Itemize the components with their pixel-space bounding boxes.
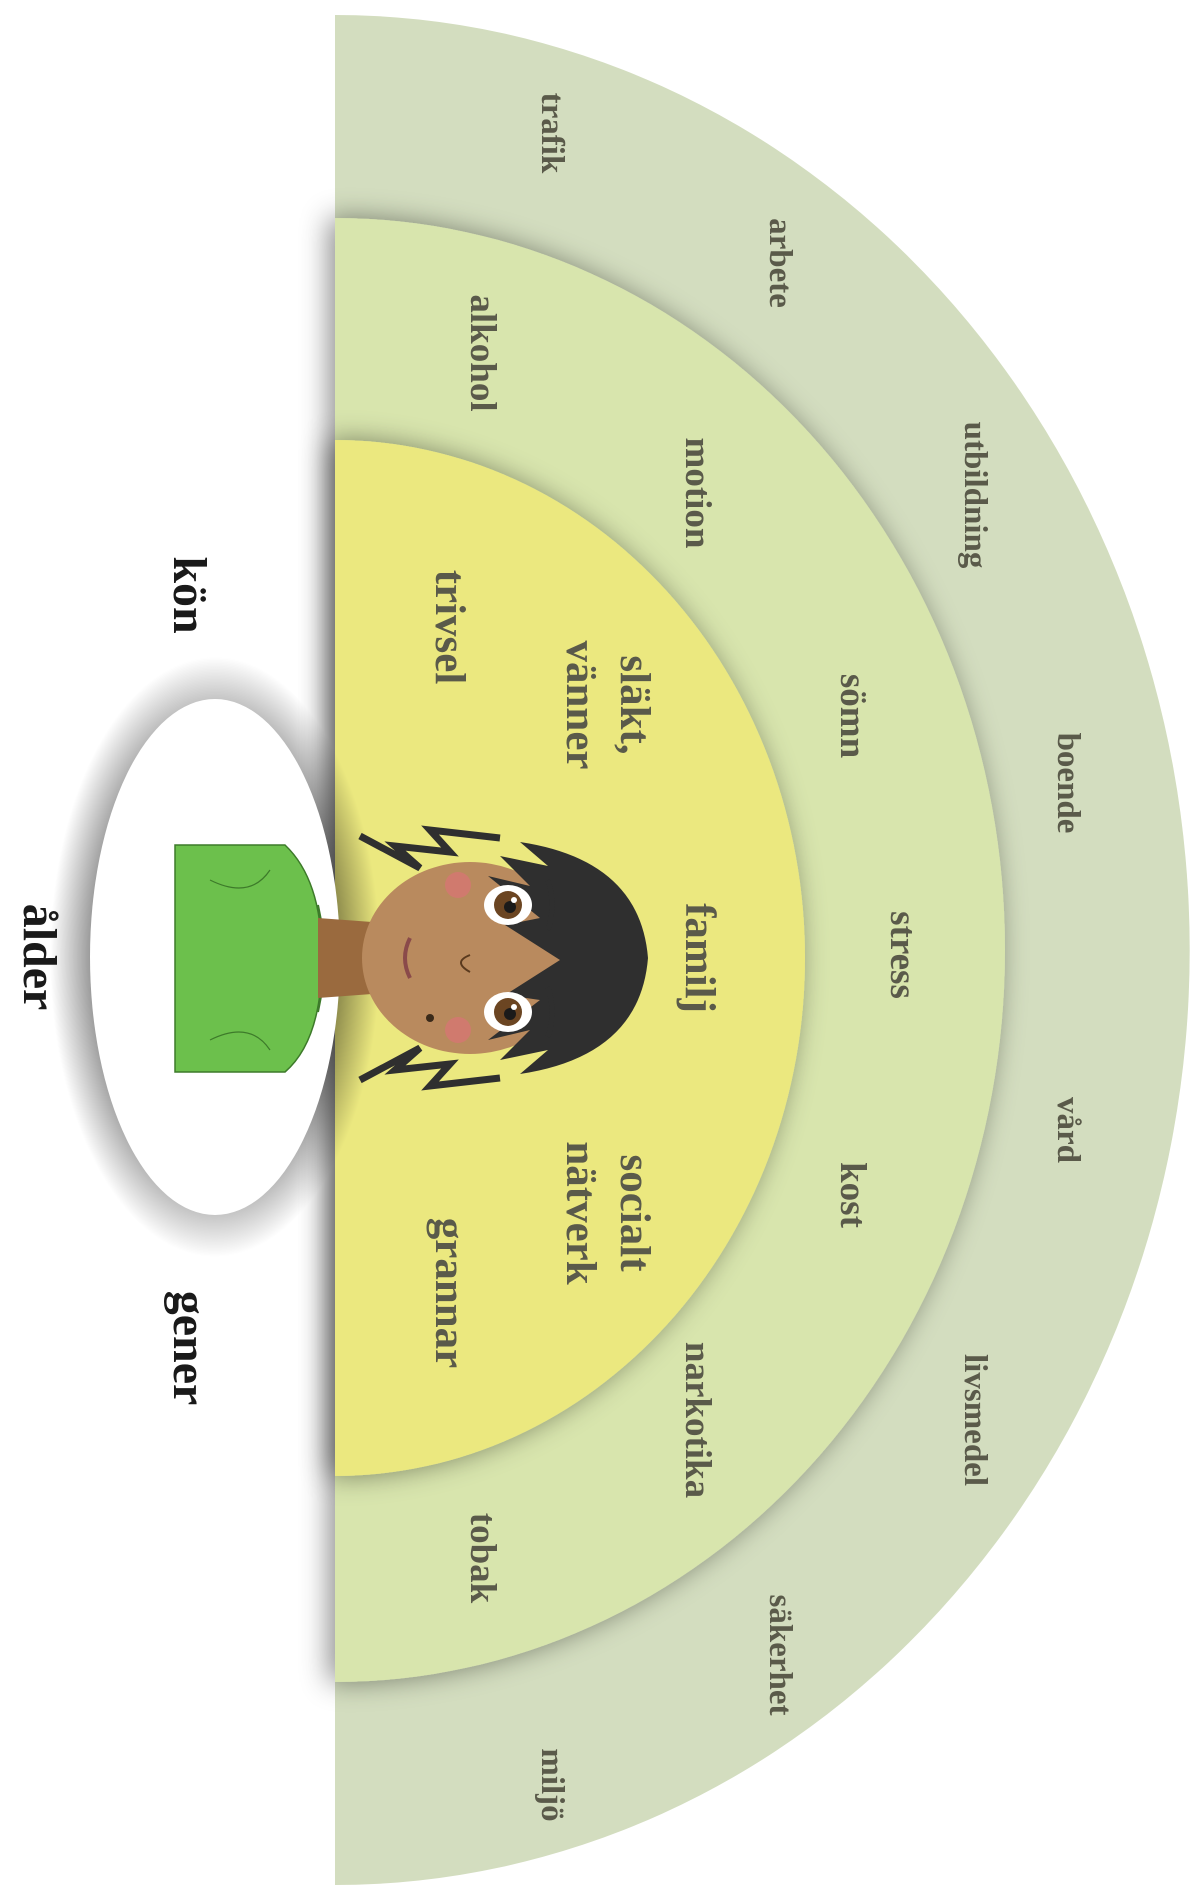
label-säkerhet: säkerhet (762, 1595, 798, 1716)
label-boende: boende (1050, 733, 1086, 834)
label-stress: stress (883, 911, 924, 999)
base-label-kön: kön (164, 556, 217, 633)
outer-ring-labels: trafik arbete utbildning boende vård livsmede… (534, 93, 1086, 1822)
label-familj: familj (677, 903, 724, 1013)
label-släkt-vänner: släkt,vänner (558, 641, 659, 770)
label-alkohol: alkohol (463, 294, 504, 411)
person-illustration (174, 825, 648, 1091)
label-motion: motion (678, 438, 719, 549)
label-utbildning: utbildning (957, 422, 993, 569)
label-sömn: sömn (833, 674, 874, 759)
label-miljö: miljö (534, 1748, 570, 1821)
label-tobak: tobak (463, 1513, 504, 1604)
inner-circle-labels: trivsel släkt,vänner familj socialtnätverk g… (427, 570, 724, 1369)
label-vård: vård (1050, 1097, 1086, 1163)
label-grannar: grannar (427, 1218, 474, 1369)
label-kost: kost (833, 1162, 874, 1228)
label-narkotika: narkotika (678, 1342, 719, 1498)
base-label-gener: gener (164, 1291, 217, 1406)
label-livsmedel: livsmedel (957, 1354, 993, 1486)
base-label-ålder: ålder (14, 904, 67, 1011)
middle-ring-labels: alkohol motion sömn stress kost narkotika toba… (463, 294, 924, 1603)
neck (318, 918, 372, 998)
label-arbete: arbete (762, 218, 798, 308)
base-factor-labels: kön ålder gener (14, 556, 217, 1405)
label-trafik: trafik (534, 93, 570, 174)
label-trivsel: trivsel (427, 570, 474, 685)
sweater (174, 844, 323, 1073)
mouth (403, 937, 412, 979)
label-socialt-nätverk: socialtnätverk (558, 1141, 659, 1284)
